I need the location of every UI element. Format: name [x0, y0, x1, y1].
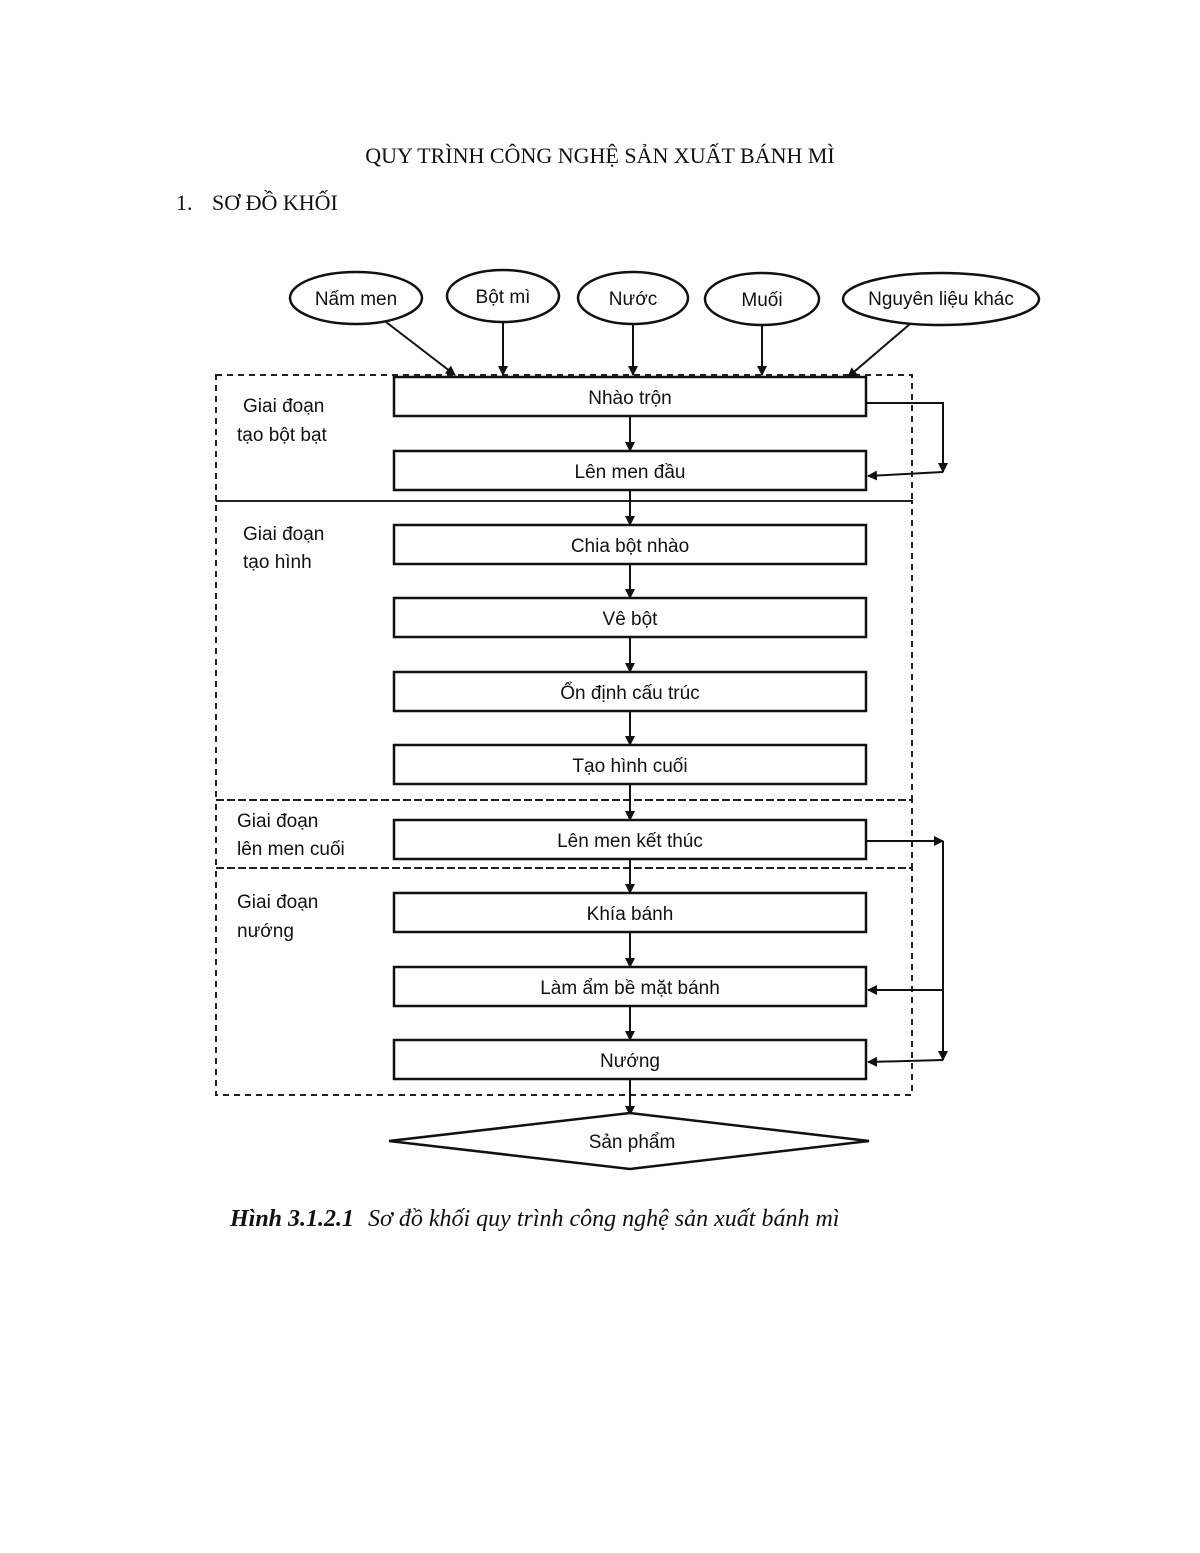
input-label: Bột mì	[476, 287, 531, 308]
process-step-box	[392, 891, 868, 934]
process-step-label: Lên men đầu	[575, 462, 686, 483]
stage-region-dough	[215, 374, 913, 502]
process-step-label: Nướng	[600, 1051, 660, 1072]
stage-label: Giai đoạn	[243, 524, 324, 545]
input-label: Nguyên liệu khác	[868, 289, 1014, 310]
process-step-box	[392, 375, 868, 418]
input-label: Muối	[741, 290, 782, 311]
stage-label: nướng	[237, 921, 294, 942]
process-step-label: Lên men kết thúc	[557, 831, 703, 852]
input-label: Nấm men	[315, 289, 397, 310]
stage-label: tạo hình	[243, 552, 312, 573]
output-label: Sản phẩm	[589, 1132, 676, 1153]
process-step-box	[392, 743, 868, 786]
flow-arrow	[847, 323, 911, 378]
document-title: QUY TRÌNH CÔNG NGHỆ SẢN XUẤT BÁNH MÌ	[365, 143, 835, 168]
process-step-label: Vê bột	[603, 609, 659, 630]
process-step-label: Nhào trộn	[588, 388, 671, 409]
figure-number: Hình 3.1.2.1	[230, 1206, 355, 1232]
stage-label: lên men cuối	[237, 839, 345, 860]
section-title: SƠ ĐỒ KHỐI	[212, 190, 338, 215]
side-connector	[866, 402, 948, 473]
input-label: Nước	[609, 289, 657, 310]
stage-region-baking	[215, 867, 913, 1096]
side-connector	[867, 1056, 944, 1067]
figure-caption: Hình 3.1.2.1 Sơ đồ khối quy trình công ng…	[230, 1206, 839, 1233]
stage-label: tạo bột bạt	[237, 425, 328, 446]
process-step-label: Làm ẩm bề mặt bánh	[540, 978, 720, 999]
process-step-label: Chia bột nhào	[571, 536, 689, 557]
process-step-label: Ổn định cấu trúc	[560, 682, 699, 704]
flow-arrow	[385, 321, 456, 376]
section-heading: 1. SƠ ĐỒ KHỐI	[176, 190, 338, 216]
process-step-label: Khía bánh	[587, 904, 674, 925]
input-ellipse	[841, 271, 1041, 327]
stage-label: Giai đoạn	[243, 396, 324, 417]
side-connector	[867, 470, 944, 481]
process-step-box	[392, 965, 868, 1008]
input-ellipse	[288, 270, 424, 326]
stage-label: Giai đoạn	[237, 811, 318, 832]
stage-region-shaping	[215, 500, 913, 801]
section-number: 1.	[176, 190, 193, 215]
output-diamond	[388, 1111, 870, 1171]
figure-caption-text: Sơ đồ khối quy trình công nghệ sản xuất …	[368, 1206, 840, 1232]
process-step-label: Tạo hình cuối	[572, 756, 687, 777]
stage-label: Giai đoạn	[237, 892, 318, 913]
stage-region-final-proofing	[215, 799, 913, 869]
